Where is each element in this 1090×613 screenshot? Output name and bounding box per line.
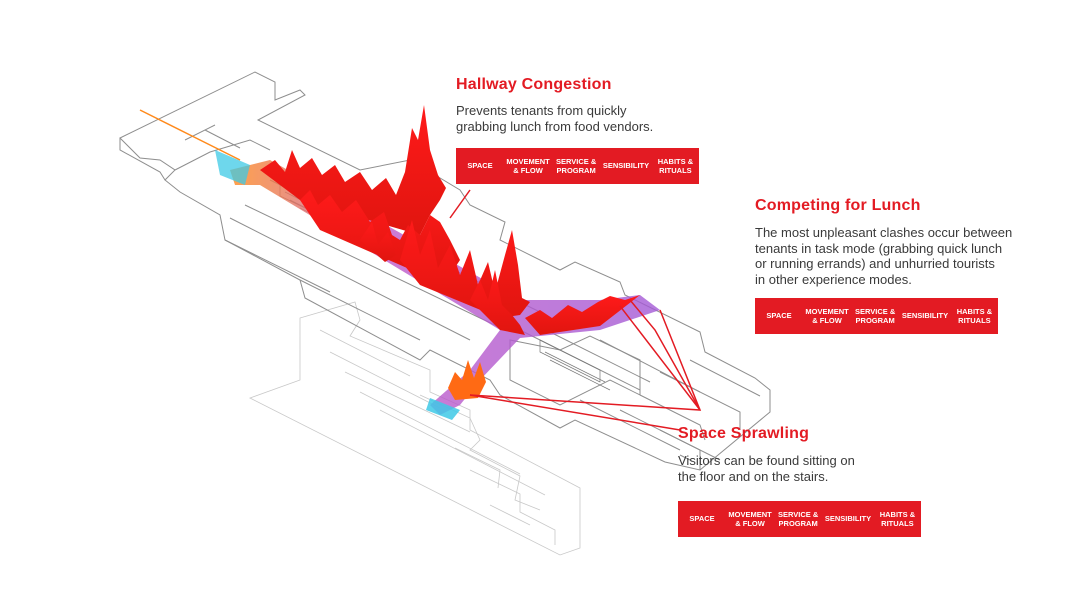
annotation-hallway-congestion: Hallway Congestion Prevents tenants from… bbox=[456, 76, 716, 134]
tag-service-program: SERVICE & PROGRAM bbox=[854, 306, 896, 326]
upper-floor-outline bbox=[119, 71, 771, 471]
tag-sensibility: SENSIBILITY bbox=[824, 514, 872, 524]
tag-service-program: SERVICE & PROGRAM bbox=[555, 156, 597, 176]
connection-lines bbox=[449, 189, 702, 431]
tag-space: SPACE bbox=[766, 311, 792, 321]
tag-movement-flow: MOVEMENT & FLOW bbox=[805, 306, 849, 326]
annotation-body: Prevents tenants from quickly grabbing l… bbox=[456, 103, 654, 134]
annotation-title: Hallway Congestion bbox=[456, 76, 612, 93]
tag-habits-rituals: HABITS & RITUALS bbox=[879, 509, 916, 529]
annotation-title: Competing for Lunch bbox=[755, 197, 921, 214]
tag-sensibility: SENSIBILITY bbox=[602, 161, 650, 171]
congestion-peaks bbox=[260, 105, 640, 400]
tag-space: SPACE bbox=[689, 514, 715, 524]
tag-movement-flow: MOVEMENT & FLOW bbox=[506, 156, 550, 176]
annotation-body: Visitors can be found sitting on the flo… bbox=[678, 453, 855, 484]
annotation-competing-for-lunch: Competing for Lunch The most unpleasant … bbox=[755, 197, 1055, 287]
tag-habits-rituals: HABITS & RITUALS bbox=[657, 156, 694, 176]
category-tags: SPACE MOVEMENT & FLOW SERVICE & PROGRAM … bbox=[755, 298, 998, 334]
category-tags: SPACE MOVEMENT & FLOW SERVICE & PROGRAM … bbox=[678, 501, 921, 537]
tag-sensibility: SENSIBILITY bbox=[901, 311, 949, 321]
annotation-body: The most unpleasant clashes occur betwee… bbox=[755, 225, 1013, 287]
tag-service-program: SERVICE & PROGRAM bbox=[777, 509, 819, 529]
annotation-space-sprawling: Space Sprawling Visitors can be found si… bbox=[678, 425, 918, 484]
tag-habits-rituals: HABITS & RITUALS bbox=[956, 306, 993, 326]
annotation-title: Space Sprawling bbox=[678, 425, 810, 442]
lower-floor-outline bbox=[248, 301, 581, 556]
category-tags: SPACE MOVEMENT & FLOW SERVICE & PROGRAM … bbox=[456, 148, 699, 184]
tag-space: SPACE bbox=[467, 161, 493, 171]
tag-movement-flow: MOVEMENT & FLOW bbox=[728, 509, 772, 529]
